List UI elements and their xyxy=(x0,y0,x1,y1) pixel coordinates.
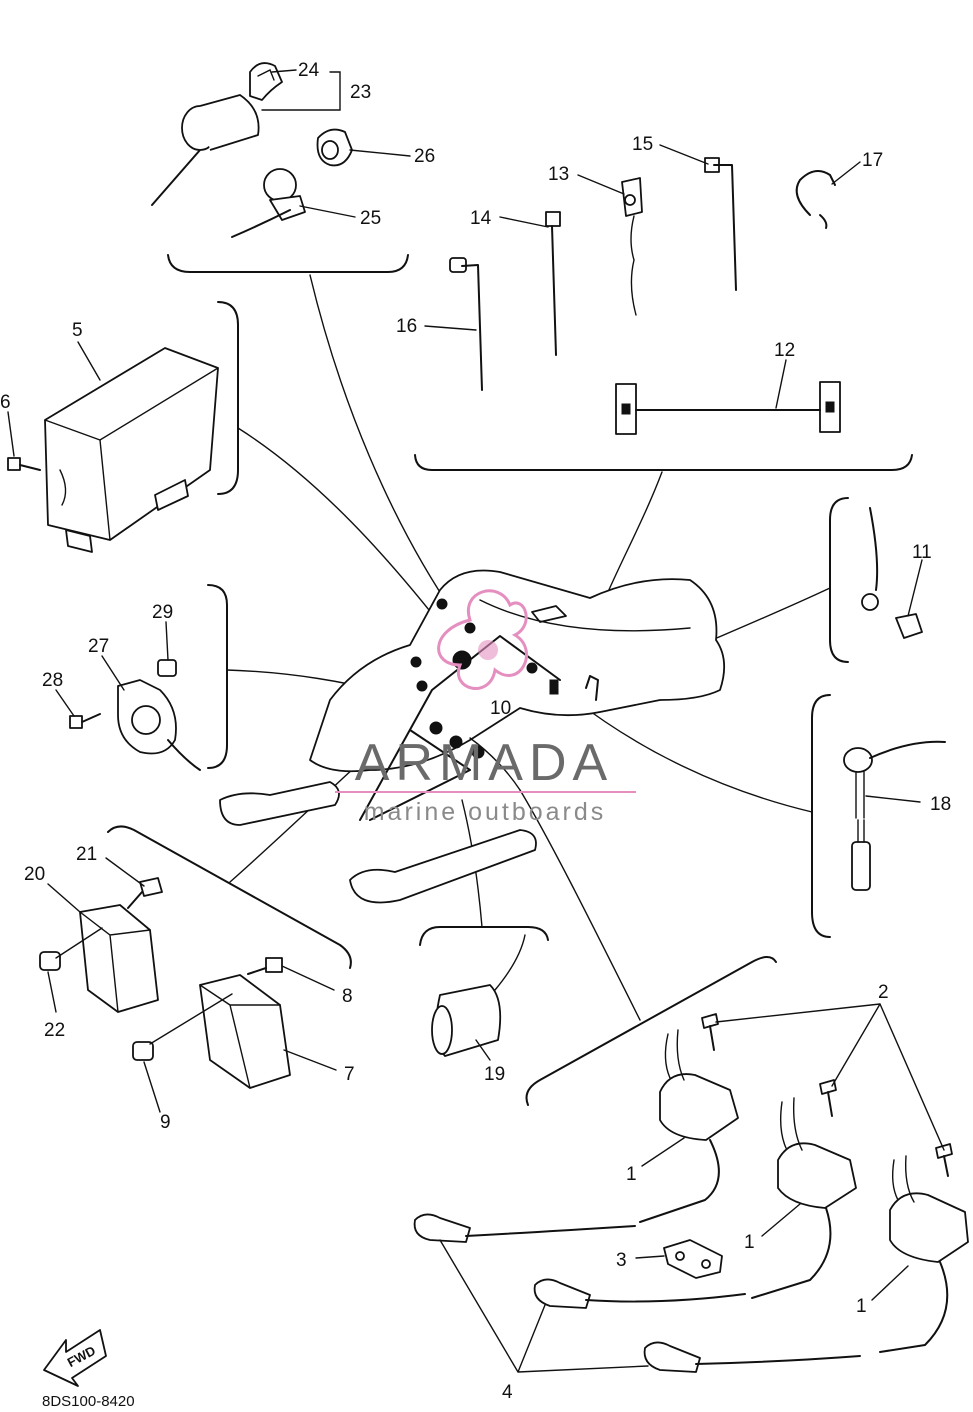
callout-1b: 1 xyxy=(744,1232,755,1253)
callout-12: 12 xyxy=(774,340,795,361)
callout-20: 20 xyxy=(24,864,45,885)
callout-27: 27 xyxy=(88,636,109,657)
engine-stop-switch-25 xyxy=(231,168,306,238)
callout-17: 17 xyxy=(862,150,883,171)
nut-22 xyxy=(39,951,61,971)
band-16 xyxy=(449,257,483,391)
main-switch-assembly xyxy=(151,62,283,206)
watermark-logo xyxy=(437,589,528,690)
nut-9 xyxy=(132,1041,154,1061)
watermark-tagline: marine outboards xyxy=(364,798,607,826)
group-brackets xyxy=(107,254,913,1106)
callout-16: 16 xyxy=(396,316,417,337)
part-code: 8DS100-8420 xyxy=(42,1393,135,1410)
callout-1c: 1 xyxy=(856,1296,867,1317)
callout-1a: 1 xyxy=(626,1164,637,1185)
callout-4: 4 xyxy=(502,1382,513,1403)
nut-29 xyxy=(157,659,177,677)
callout-24: 24 xyxy=(298,60,320,81)
wire-lead-12 xyxy=(615,381,841,435)
sensor-18 xyxy=(843,740,946,891)
callout-18: 18 xyxy=(930,794,951,815)
callout-11: 11 xyxy=(912,542,932,563)
ignition-coil-1c xyxy=(879,1155,969,1353)
rectifier-20 xyxy=(79,904,159,1013)
clamp-3 xyxy=(663,1239,723,1279)
callout-22: 22 xyxy=(44,1020,65,1041)
callout-3: 3 xyxy=(616,1250,627,1271)
fwd-arrow: FWD xyxy=(43,1329,107,1387)
callout-25: 25 xyxy=(360,208,381,229)
callout-9: 9 xyxy=(160,1112,171,1133)
callout-14: 14 xyxy=(470,208,492,229)
ignition-coil-1a xyxy=(639,1029,739,1223)
cdi-unit-5 xyxy=(44,347,219,553)
bolt-21 xyxy=(127,877,163,909)
condenser-19 xyxy=(431,934,526,1057)
band-15 xyxy=(704,157,737,291)
callout-leaders xyxy=(7,69,945,1373)
lead-wire-11 xyxy=(861,507,923,639)
callout-19: 19 xyxy=(484,1064,505,1085)
callout-10: 10 xyxy=(490,698,511,719)
callout-8: 8 xyxy=(342,986,353,1007)
plug-caps-4 xyxy=(413,1213,861,1373)
callout-15: 15 xyxy=(632,134,653,155)
callout-21: 21 xyxy=(76,844,97,865)
cap-part-26 xyxy=(316,128,353,167)
bolt-6 xyxy=(7,457,41,471)
watermark-brand: ARMADA xyxy=(355,734,613,792)
callout-7: 7 xyxy=(344,1064,355,1085)
bolt-8 xyxy=(247,957,283,975)
band-14 xyxy=(545,211,561,356)
callout-26: 26 xyxy=(414,146,435,167)
bolt-28 xyxy=(69,713,101,729)
engine-block xyxy=(219,569,726,904)
callout-29: 29 xyxy=(152,602,173,623)
clip-17 xyxy=(795,170,836,229)
relay-7 xyxy=(199,974,291,1089)
callout-28: 28 xyxy=(42,670,63,691)
callout-labels: 24 23 26 25 15 13 17 14 16 12 5 6 11 29 … xyxy=(0,60,951,1403)
callout-6: 6 xyxy=(0,392,11,413)
ignition-coil-1b xyxy=(751,1097,857,1299)
callout-13: 13 xyxy=(548,164,569,185)
thermo-switch-27 xyxy=(117,679,201,771)
callout-23: 23 xyxy=(350,82,371,103)
watermark: ARMADA marine outboards xyxy=(335,589,636,826)
callout-2: 2 xyxy=(878,982,889,1003)
callout-5: 5 xyxy=(72,320,83,341)
clamp-13 xyxy=(621,177,643,316)
screws-2 xyxy=(701,1013,953,1177)
